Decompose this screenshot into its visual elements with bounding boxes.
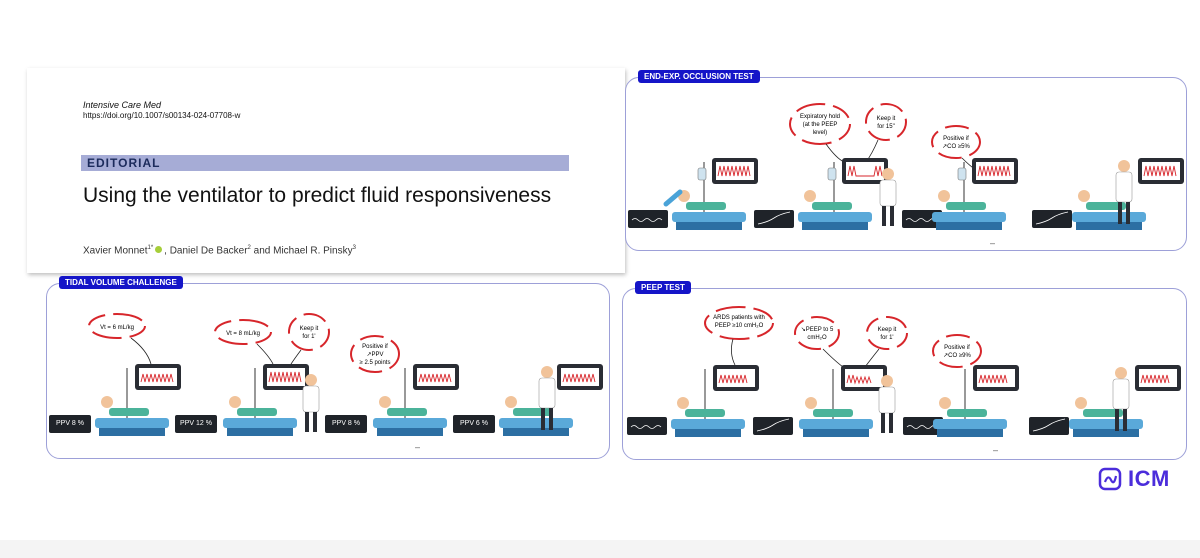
svg-text:PEEP ≥10 cmH₂O: PEEP ≥10 cmH₂O xyxy=(715,323,764,329)
author-list: Xavier Monnet1* , Daniel De Backer2 and M… xyxy=(83,245,356,256)
svg-text:for 1': for 1' xyxy=(880,335,893,341)
svg-text:for 15": for 15" xyxy=(877,124,894,130)
orcid-icon[interactable] xyxy=(155,246,163,254)
peep-scene-4 xyxy=(1029,365,1181,437)
scene-1 xyxy=(628,158,758,230)
svg-text:Positive if: Positive if xyxy=(943,136,969,142)
author-1-affil: 1* xyxy=(147,245,154,251)
ppv-box-1: PPV 8 % xyxy=(55,420,84,427)
scene-4 xyxy=(1032,158,1184,230)
icm-logo-icon xyxy=(1098,467,1122,491)
svg-text:Positive if: Positive if xyxy=(944,345,970,351)
svg-text:Keep it: Keep it xyxy=(878,327,897,333)
panel-dash: – xyxy=(993,445,999,455)
scene-2 xyxy=(754,158,897,230)
svg-text:Keep it: Keep it xyxy=(300,326,319,332)
doi-link[interactable]: https://doi.org/10.1007/s00134-024-07708… xyxy=(83,111,241,120)
peep-scene-3 xyxy=(903,365,1019,437)
svg-text:≥ 2.5 points: ≥ 2.5 points xyxy=(360,360,391,366)
svg-text:for 1': for 1' xyxy=(302,334,315,340)
svg-text:ARDS patients with: ARDS patients with xyxy=(713,315,765,321)
bubble-ards: ARDS patients with PEEP ≥10 cmH₂O xyxy=(704,306,774,366)
panel-tag-peep: PEEP TEST xyxy=(635,281,691,294)
svg-text:Expiratory hold: Expiratory hold xyxy=(800,114,840,120)
svg-text:Vt = 8 mL/kg: Vt = 8 mL/kg xyxy=(226,331,260,337)
icm-logo: ICM xyxy=(1098,466,1170,492)
panel-tag-end-exp: END-EXP. OCCLUSION TEST xyxy=(638,70,760,83)
tidal-scene-1 xyxy=(95,364,181,436)
svg-text:Positive if: Positive if xyxy=(362,344,388,350)
bottom-strip xyxy=(0,540,1200,558)
tidal-volume-challenge-panel: TIDAL VOLUME CHALLENGE Vt = 6 mL/kg Vt =… xyxy=(46,276,610,459)
tidal-volume-illustration: Vt = 6 mL/kg Vt = 8 mL/kg Keep it for 1'… xyxy=(49,313,603,436)
ppv-box-4: PPV 6 % xyxy=(459,420,488,427)
ppv-box-2: PPV 12 % xyxy=(180,420,212,427)
editorial-section-bar: EDITORIAL xyxy=(81,155,569,171)
bubble-vt6: Vt = 6 mL/kg xyxy=(88,313,152,365)
bubble-vt8: Vt = 8 mL/kg xyxy=(214,319,274,365)
bubble-positive-ppv: Positive if ↗PPV ≥ 2.5 points xyxy=(350,335,400,373)
peep-test-illustration: ARDS patients with PEEP ≥10 cmH₂O ↘PEEP … xyxy=(627,306,1181,437)
author-2: , Daniel De Backer xyxy=(164,245,248,257)
end-exp-illustration: Expiratory hold (at the PEEP level) Keep… xyxy=(628,103,1184,230)
svg-text:↗CO ≥9%: ↗CO ≥9% xyxy=(943,353,971,359)
panel-tag-tidal: TIDAL VOLUME CHALLENGE xyxy=(59,276,183,289)
bubble-positive-co9: Positive if ↗CO ≥9% xyxy=(932,334,982,368)
peep-scene-1 xyxy=(627,365,759,437)
peep-scene-2 xyxy=(753,365,896,437)
section-label: EDITORIAL xyxy=(87,156,161,170)
bubble-expiratory-hold: Expiratory hold (at the PEEP level) xyxy=(789,103,851,163)
bubble-keep-1-peep: Keep it for 1' xyxy=(864,316,908,368)
panel-dash: – xyxy=(990,238,996,248)
end-exp-occlusion-panel: END-EXP. OCCLUSION TEST Expiratory hold … xyxy=(625,70,1187,251)
author-1: Xavier Monnet xyxy=(83,245,148,257)
author-2-affil: 2 xyxy=(247,245,251,251)
tidal-scene-3 xyxy=(373,364,459,436)
svg-text:↘PEEP to 5: ↘PEEP to 5 xyxy=(801,327,834,333)
bubble-keep-15: Keep it for 15" xyxy=(865,103,907,163)
tidal-scene-2 xyxy=(223,364,320,436)
peep-test-panel: PEEP TEST ARDS patients with PEEP ≥10 cm… xyxy=(622,281,1187,460)
author-3: and Michael R. Pinsky xyxy=(250,245,353,257)
editorial-header-card: Intensive Care Med https://doi.org/10.10… xyxy=(27,68,625,273)
author-3-affil: 3 xyxy=(352,245,356,251)
svg-text:cmH₂O: cmH₂O xyxy=(807,335,827,341)
tidal-scene-4 xyxy=(499,364,603,436)
bubble-keep-1-tidal: Keep it for 1' xyxy=(288,313,330,365)
svg-text:Keep it: Keep it xyxy=(877,116,896,122)
svg-text:↗PPV: ↗PPV xyxy=(366,352,383,358)
journal-name: Intensive Care Med xyxy=(83,100,162,110)
svg-text:(at the PEEP: (at the PEEP xyxy=(803,122,838,128)
article-title: Using the ventilator to predict fluid re… xyxy=(83,184,552,207)
svg-text:Vt = 6 mL/kg: Vt = 6 mL/kg xyxy=(100,325,134,331)
panel-dash: – xyxy=(415,442,421,452)
scene-3 xyxy=(902,158,1018,230)
svg-text:↗CO ≥5%: ↗CO ≥5% xyxy=(942,144,970,150)
icm-logo-text: ICM xyxy=(1128,466,1170,491)
ppv-box-3: PPV 8 % xyxy=(331,420,360,427)
svg-text:level): level) xyxy=(813,130,827,136)
bubble-peep-5: ↘PEEP to 5 cmH₂O xyxy=(794,316,844,368)
